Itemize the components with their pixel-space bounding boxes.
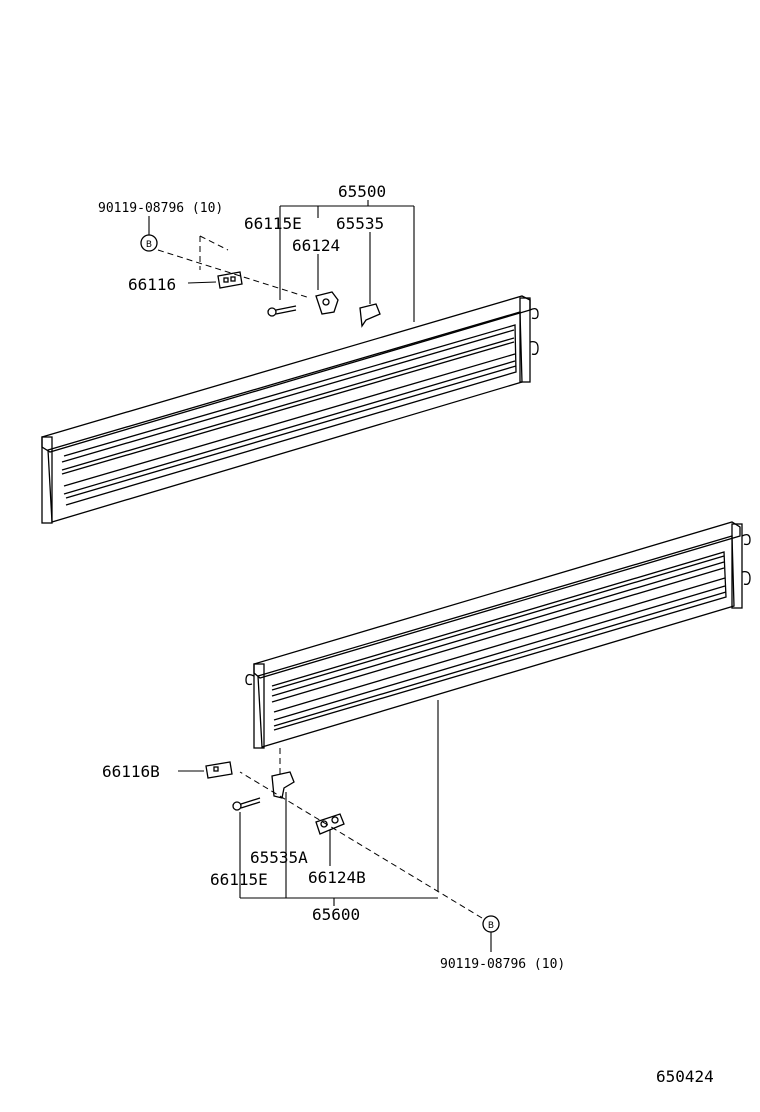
label-upper-bolt: 90119-08796 (10)	[98, 201, 224, 216]
label-lower-bolt: 90119-08796 (10)	[440, 957, 566, 972]
label-65535A: 65535A	[250, 848, 308, 867]
upper-hardware: B	[140, 234, 381, 328]
lower-leader-lines	[178, 700, 492, 952]
label-66116B: 66116B	[102, 762, 160, 781]
label-66124B: 66124B	[308, 868, 366, 887]
diagram-id: 650424	[656, 1067, 714, 1086]
bolt-marker-upper-text: B	[146, 240, 152, 250]
label-66115E-lower: 66115E	[210, 870, 268, 889]
label-66124: 66124	[292, 236, 341, 255]
label-65600: 65600	[312, 905, 361, 924]
upper-leader-lines	[148, 200, 415, 322]
lower-tailgate-panel	[245, 521, 751, 749]
upper-tailgate-panel	[41, 295, 539, 524]
label-65535: 65535	[336, 214, 385, 233]
bolt-marker-lower-text: B	[488, 921, 494, 931]
label-66116: 66116	[128, 275, 177, 294]
label-66115E-upper: 66115E	[244, 214, 302, 233]
label-65500: 65500	[338, 182, 387, 201]
